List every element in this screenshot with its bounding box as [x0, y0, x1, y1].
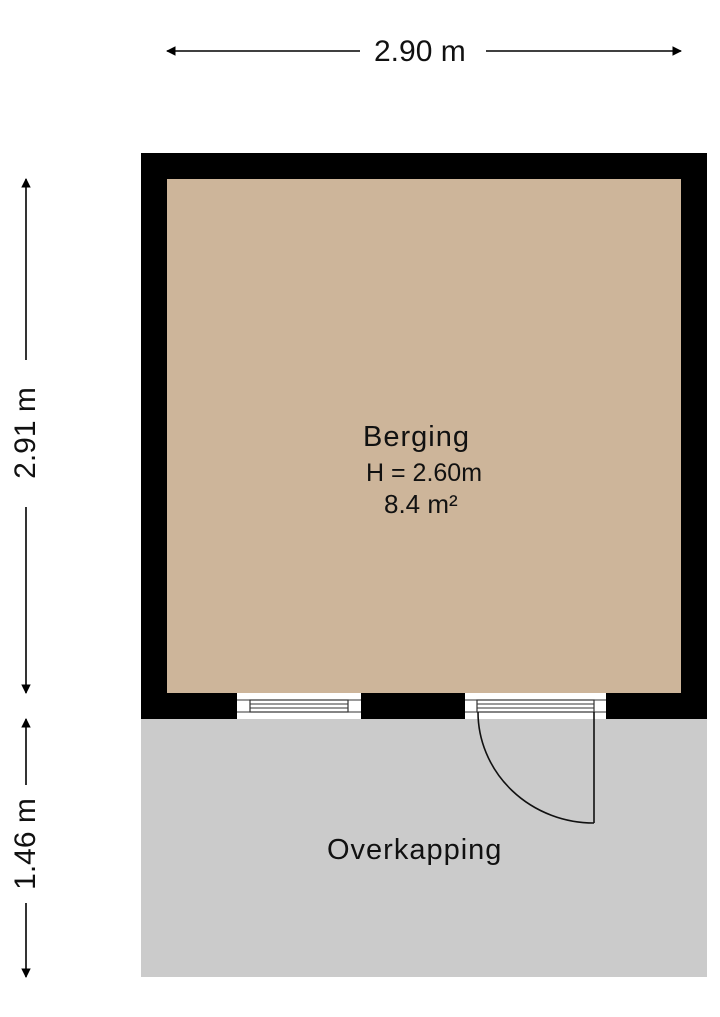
- overkapping-height-label: 1.46 m: [9, 794, 42, 894]
- room-name-overkapping: Overkapping: [327, 834, 503, 866]
- door-swing-arc: [477, 711, 595, 824]
- overkapping-floor: [141, 719, 707, 977]
- room-area-berging: 8.4 m²: [384, 489, 458, 519]
- door: [465, 693, 606, 824]
- window: [237, 693, 361, 719]
- berging-height-label: 2.91 m: [9, 383, 42, 483]
- room-name-berging: Berging: [363, 421, 470, 453]
- room-height-berging: H = 2.60m: [366, 459, 483, 487]
- width-dimension-label: 2.90 m: [370, 37, 470, 67]
- berging-floor: [167, 179, 681, 693]
